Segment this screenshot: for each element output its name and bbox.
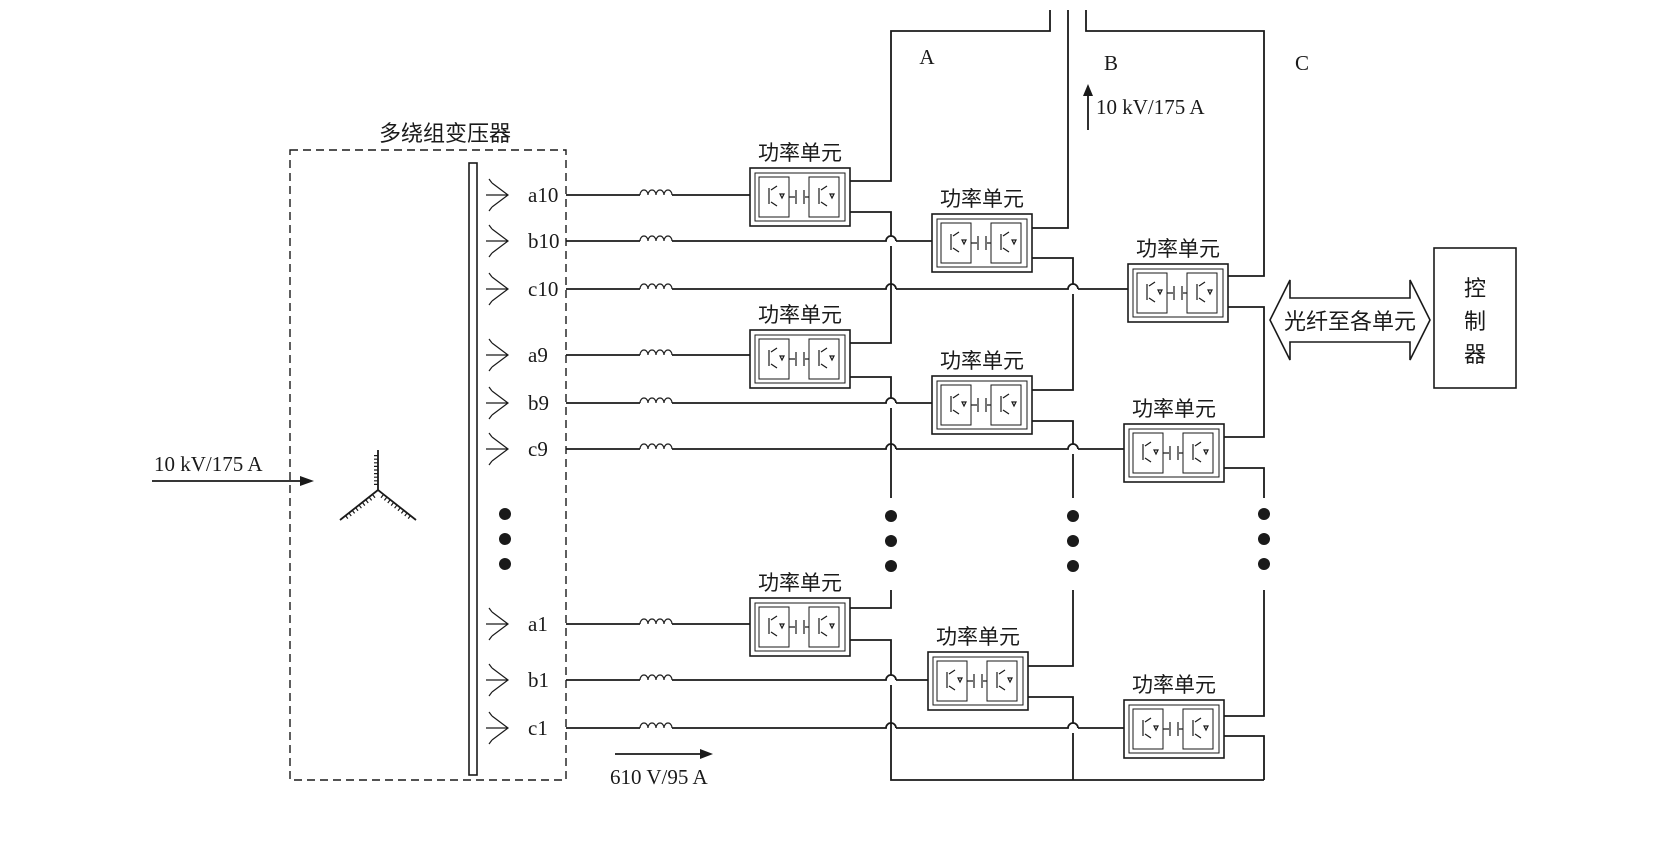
winding-label-c1: c1 <box>528 716 548 740</box>
winding-b1: b1 <box>486 663 549 697</box>
winding-label-b9: b9 <box>528 391 549 415</box>
primary-star-winding <box>339 450 417 521</box>
power-unit-label: 功率单元 <box>936 625 1020 649</box>
phase-a-link-10-9b <box>850 246 892 344</box>
fiber-link-arrow <box>1269 279 1431 361</box>
feeder-line-8 <box>566 674 928 681</box>
power-unit-7: 功率单元 <box>749 571 851 657</box>
phase-a-link-9 <box>850 376 892 398</box>
phase-a-link-1 <box>850 590 892 609</box>
winding-label-b1: b1 <box>528 668 549 692</box>
output-arrow-head <box>1083 84 1093 96</box>
power-unit-label: 功率单元 <box>940 187 1024 211</box>
phase-b-link-10-9b <box>1032 294 1074 391</box>
input-rating-label: 10 kV/175 A <box>154 452 263 476</box>
phase-a-link-10-9 <box>850 211 892 236</box>
controller-label: 控制器 <box>1464 277 1486 368</box>
feeder-line-7 <box>566 618 750 625</box>
phase-label-a: A <box>919 45 935 69</box>
winding-label-c9: c9 <box>528 437 548 461</box>
winding-c1: c1 <box>486 711 548 745</box>
secondary-arrow-head <box>700 749 713 759</box>
phase-c-link-10-9 <box>1224 306 1265 438</box>
input-arrow-head <box>300 476 314 486</box>
winding-c9: c9 <box>486 432 548 466</box>
ellipsis-phase-c <box>1258 508 1270 570</box>
power-unit-label: 功率单元 <box>1132 673 1216 697</box>
feeder-line-6 <box>566 443 1124 450</box>
phase-b-link-10-9 <box>1032 257 1074 284</box>
phase-b-link-9 <box>1032 420 1074 444</box>
phase-c-output-line <box>1085 10 1265 277</box>
winding-c10: c10 <box>486 272 558 306</box>
power-unit-4: 功率单元 <box>749 303 851 389</box>
ellipsis-phase-b <box>1067 510 1079 572</box>
power-unit-label: 功率单元 <box>758 303 842 327</box>
ellipsis-phase-a <box>885 510 897 572</box>
phase-b-link-1 <box>1028 590 1074 667</box>
transformer-boundary <box>289 149 567 781</box>
winding-a1: a1 <box>486 607 548 641</box>
feeder-line-2 <box>566 235 932 242</box>
power-unit-8: 功率单元 <box>927 625 1029 711</box>
winding-b10: b10 <box>486 224 560 258</box>
winding-b9: b9 <box>486 386 549 420</box>
power-unit-2: 功率单元 <box>931 187 1033 273</box>
phase-c-link-1 <box>1224 590 1265 717</box>
feeder-line-5 <box>566 397 932 404</box>
winding-a10: a10 <box>486 178 558 212</box>
winding-label-a10: a10 <box>528 183 558 207</box>
phase-label-c: C <box>1295 51 1309 75</box>
winding-label-b10: b10 <box>528 229 560 253</box>
controller-box <box>1433 247 1517 389</box>
secondary-rating-label: 610 V/95 A <box>610 765 708 789</box>
power-unit-6: 功率单元 <box>1123 397 1225 483</box>
phase-c-link-9 <box>1224 467 1265 498</box>
phase-b-output-line <box>1032 10 1069 229</box>
fiber-link-label: 光纤至各单元 <box>1284 310 1416 335</box>
feeder-line-1 <box>566 189 750 196</box>
power-unit-label: 功率单元 <box>940 349 1024 373</box>
phase-label-b: B <box>1104 51 1118 75</box>
power-unit-5: 功率单元 <box>931 349 1033 435</box>
phase-b-neutral <box>1028 696 1074 723</box>
phase-a-neutral-b <box>890 685 1264 781</box>
feeder-line-3 <box>566 283 1128 290</box>
power-unit-label: 功率单元 <box>1136 237 1220 261</box>
output-rating-label: 10 kV/175 A <box>1096 95 1205 119</box>
winding-a9: a9 <box>486 338 548 372</box>
transformer-core <box>468 162 478 776</box>
feeder-line-4 <box>566 349 750 356</box>
phase-a-output-line <box>850 10 1051 182</box>
power-unit-label: 功率单元 <box>1132 397 1216 421</box>
winding-label-c10: c10 <box>528 277 558 301</box>
power-unit-1: 功率单元 <box>749 141 851 227</box>
power-unit-label: 功率单元 <box>758 571 842 595</box>
feeder-line-9 <box>566 722 1124 729</box>
transformer-title: 多绕组变压器 <box>379 122 511 147</box>
phase-a-neutral <box>850 639 892 675</box>
winding-label-a9: a9 <box>528 343 548 367</box>
ellipsis-windings <box>499 508 511 570</box>
power-unit-label: 功率单元 <box>758 141 842 165</box>
phase-c-neutral <box>1224 735 1265 780</box>
power-unit-9: 功率单元 <box>1123 673 1225 759</box>
winding-label-a1: a1 <box>528 612 548 636</box>
power-unit-3: 功率单元 <box>1127 237 1229 323</box>
